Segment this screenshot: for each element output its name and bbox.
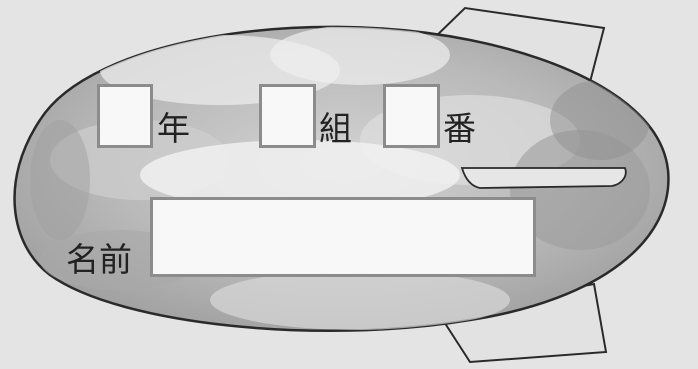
name-label: 名前 [66, 240, 132, 279]
class-input-box[interactable] [259, 84, 316, 148]
year-label: 年 [157, 109, 190, 148]
cloud-texture [30, 26, 650, 330]
number-label: 番 [443, 109, 476, 148]
name-input-box[interactable] [150, 197, 536, 277]
blimp-stripe [460, 167, 627, 189]
year-input-box[interactable] [97, 84, 153, 148]
class-label: 組 [319, 109, 352, 148]
number-input-box[interactable] [383, 84, 440, 148]
